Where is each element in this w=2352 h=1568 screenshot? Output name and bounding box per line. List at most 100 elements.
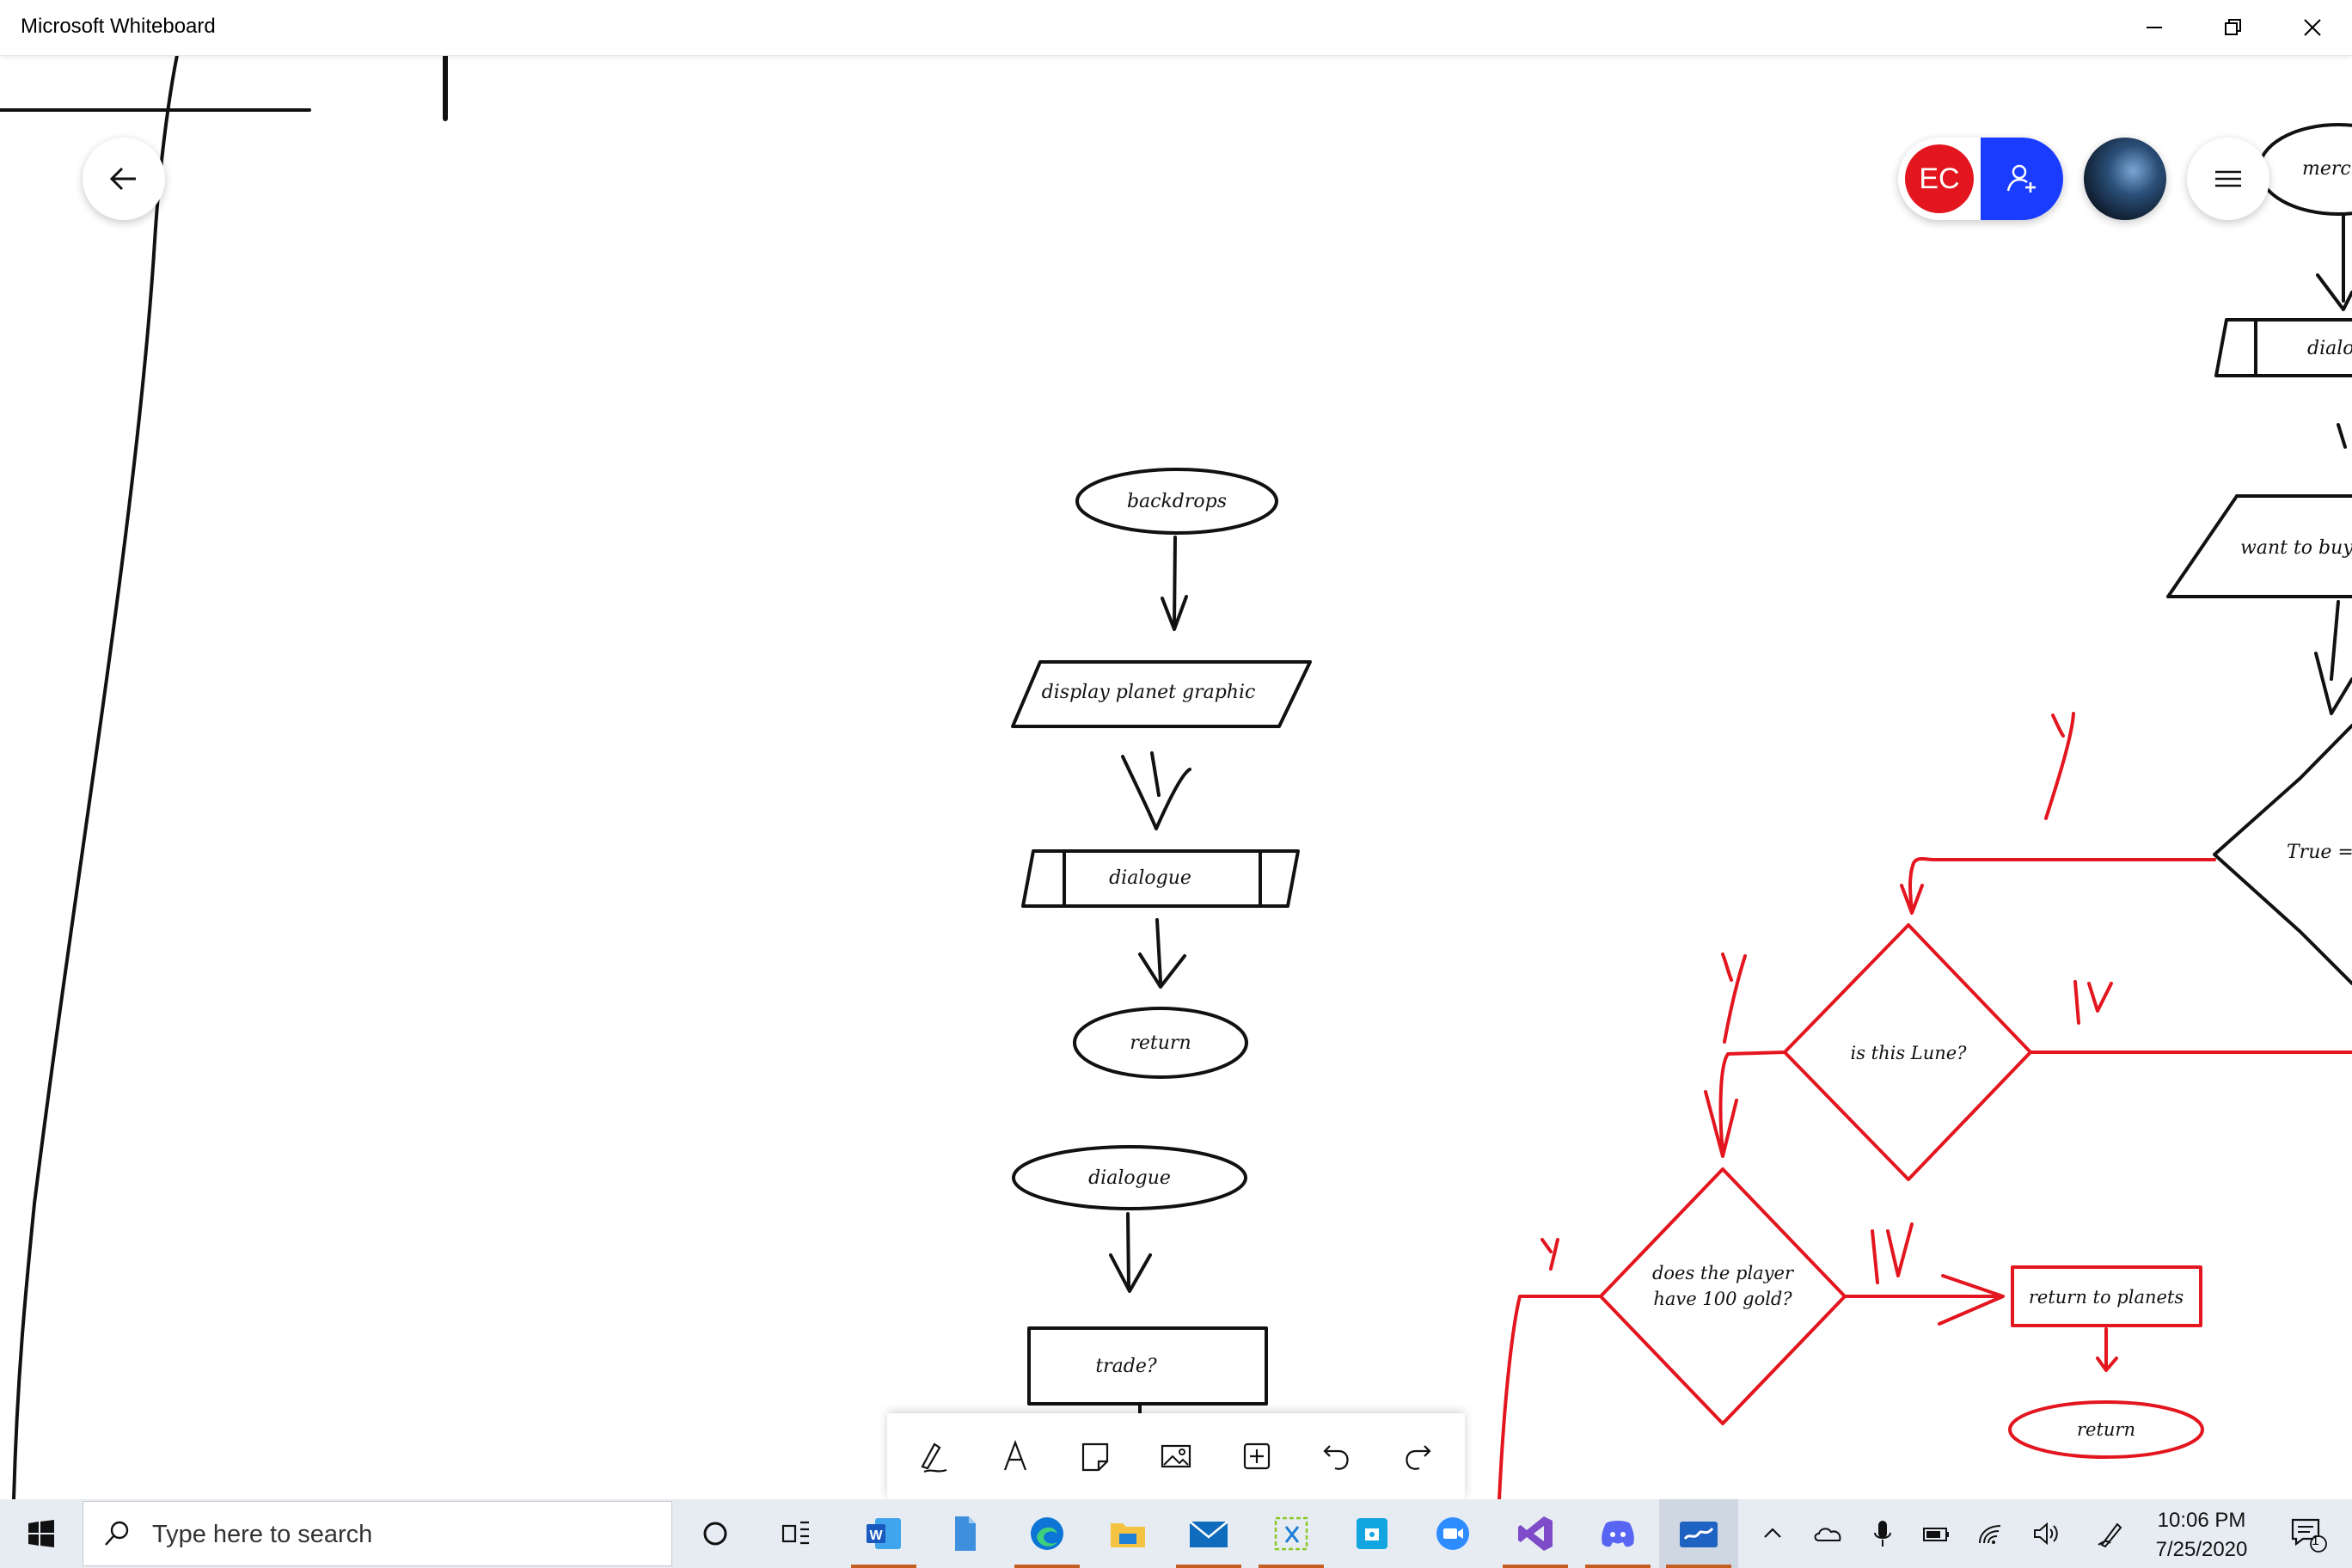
whiteboard-canvas[interactable]: backdrops display planet graphic dialogu… (0, 55, 2352, 1499)
taskbar-mail[interactable] (1169, 1499, 1248, 1568)
taskbar-edge[interactable] (1008, 1499, 1087, 1568)
taskbar-discord[interactable] (1578, 1499, 1657, 1568)
battery-tray[interactable] (1910, 1499, 1962, 1568)
speaker-icon (2034, 1522, 2058, 1546)
terminator-shape (1075, 468, 1278, 535)
pen-workspace-icon (2098, 1522, 2122, 1548)
running-indicator (1176, 1565, 1241, 1568)
running-indicator (1585, 1565, 1651, 1568)
microphone-tray[interactable] (1857, 1499, 1908, 1568)
display-label: display planet graphic (1042, 682, 1256, 703)
taskbar-snipping[interactable] (1252, 1499, 1331, 1568)
predefined-process-shape (1021, 849, 1300, 908)
invite-button[interactable] (1981, 138, 2063, 220)
return-to-planets-shape (2011, 1265, 2202, 1327)
running-indicator (1259, 1565, 1324, 1568)
action-center-button[interactable]: 1 (2278, 1499, 2338, 1568)
notification-count: 1 (2312, 1534, 2319, 1548)
backdrops-label: backdrops (1127, 491, 1227, 512)
back-arrow-icon (109, 167, 136, 191)
cortana-icon (703, 1522, 727, 1546)
text-icon (1003, 1439, 1026, 1471)
y-mark (1540, 1238, 1559, 1271)
undo-button[interactable] (1309, 1429, 1364, 1484)
user-avatar-initials[interactable]: EC (1905, 144, 1974, 213)
task-view-icon (781, 1521, 809, 1545)
return-label: return (1130, 1032, 1191, 1054)
text-tool[interactable] (988, 1429, 1043, 1484)
decision-lune-shape (1783, 923, 2032, 1181)
pen-tool[interactable] (907, 1429, 962, 1484)
clock-time: 10:06 PM (2157, 1509, 2246, 1532)
ink-stroke (12, 55, 179, 1499)
menu-button[interactable] (2187, 138, 2269, 220)
visual-studio-icon (1518, 1516, 1553, 1551)
pen-icon (921, 1442, 947, 1473)
red-connector (2096, 1327, 2118, 1372)
notification-icon (2291, 1518, 2327, 1553)
image-icon (1161, 1444, 1191, 1468)
taskbar-visual-studio[interactable] (1496, 1499, 1575, 1568)
taskbar-file-explorer[interactable] (1088, 1499, 1167, 1568)
file-icon (955, 1516, 976, 1551)
title-bar: Microsoft Whiteboard (0, 0, 2352, 56)
insert-tool[interactable] (1229, 1429, 1284, 1484)
folder-icon (1111, 1523, 1145, 1547)
onedrive-tray[interactable] (1802, 1499, 1853, 1568)
process-shape (1027, 1326, 1268, 1406)
search-icon (105, 1521, 129, 1546)
io-shape (2166, 494, 2352, 598)
profile-avatar[interactable] (2084, 138, 2166, 220)
running-indicator (1666, 1565, 1731, 1568)
svg-text:W: W (869, 1528, 883, 1543)
gold-label-2: have 100 gold? (1653, 1289, 1792, 1309)
discord-icon (1602, 1521, 1634, 1547)
network-tray[interactable] (1965, 1499, 2017, 1568)
red-connector (1843, 1274, 2005, 1326)
taskbar-zoom[interactable] (1413, 1499, 1492, 1568)
taskbar: Type here to search W (0, 1499, 2352, 1568)
system-clock[interactable]: 10:06 PM 7/25/2020 (2137, 1506, 2266, 1565)
cortana-button[interactable] (676, 1499, 755, 1568)
image-tool[interactable] (1148, 1429, 1204, 1484)
pen-workspace-tray[interactable] (2084, 1499, 2135, 1568)
dialogue-box-label: dialogue (1109, 867, 1191, 889)
red-connector (1498, 1295, 1602, 1499)
taskbar-file[interactable] (925, 1499, 1004, 1568)
hamburger-icon (2215, 170, 2241, 187)
dialogue-start-label: dialogue (1088, 1167, 1171, 1189)
flow-arrow (1161, 536, 1188, 631)
taskbar-word[interactable]: W (844, 1499, 923, 1568)
sticky-note-icon (1082, 1442, 1109, 1472)
mail-icon (1189, 1521, 1228, 1547)
restore-button[interactable] (2194, 0, 2273, 55)
red-connector (1704, 1050, 1786, 1158)
close-button[interactable] (2273, 0, 2352, 55)
running-indicator (1014, 1565, 1080, 1568)
windows-logo-icon (28, 1520, 54, 1547)
restore-icon (2225, 19, 2241, 35)
n-mark (1871, 1222, 1914, 1284)
taskbar-app-store[interactable] (1332, 1499, 1412, 1568)
taskbar-whiteboard[interactable] (1659, 1499, 1738, 1568)
minimize-button[interactable] (2115, 0, 2194, 55)
show-hidden-icons[interactable] (1747, 1499, 1798, 1568)
app-title: Microsoft Whiteboard (21, 15, 216, 38)
n-mark (2073, 980, 2113, 1025)
close-icon (2304, 19, 2321, 36)
predefined-process-shape (2214, 318, 2352, 377)
microphone-icon (1874, 1521, 1891, 1547)
taskbar-search-box[interactable]: Type here to search (83, 1501, 672, 1566)
io-shape (1011, 660, 1312, 728)
gold-label-1: does the player (1652, 1263, 1795, 1283)
red-terminator-shape (2008, 1400, 2204, 1459)
back-button[interactable] (83, 138, 165, 220)
redo-button[interactable] (1390, 1429, 1445, 1484)
flow-arrow (1109, 1212, 1152, 1293)
sticky-note-tool[interactable] (1068, 1429, 1123, 1484)
wifi-icon (1979, 1525, 2001, 1544)
volume-tray[interactable] (2020, 1499, 2072, 1568)
task-view-button[interactable] (756, 1499, 836, 1568)
start-button[interactable] (2, 1499, 81, 1568)
dialo-label: dialo (2307, 338, 2352, 359)
